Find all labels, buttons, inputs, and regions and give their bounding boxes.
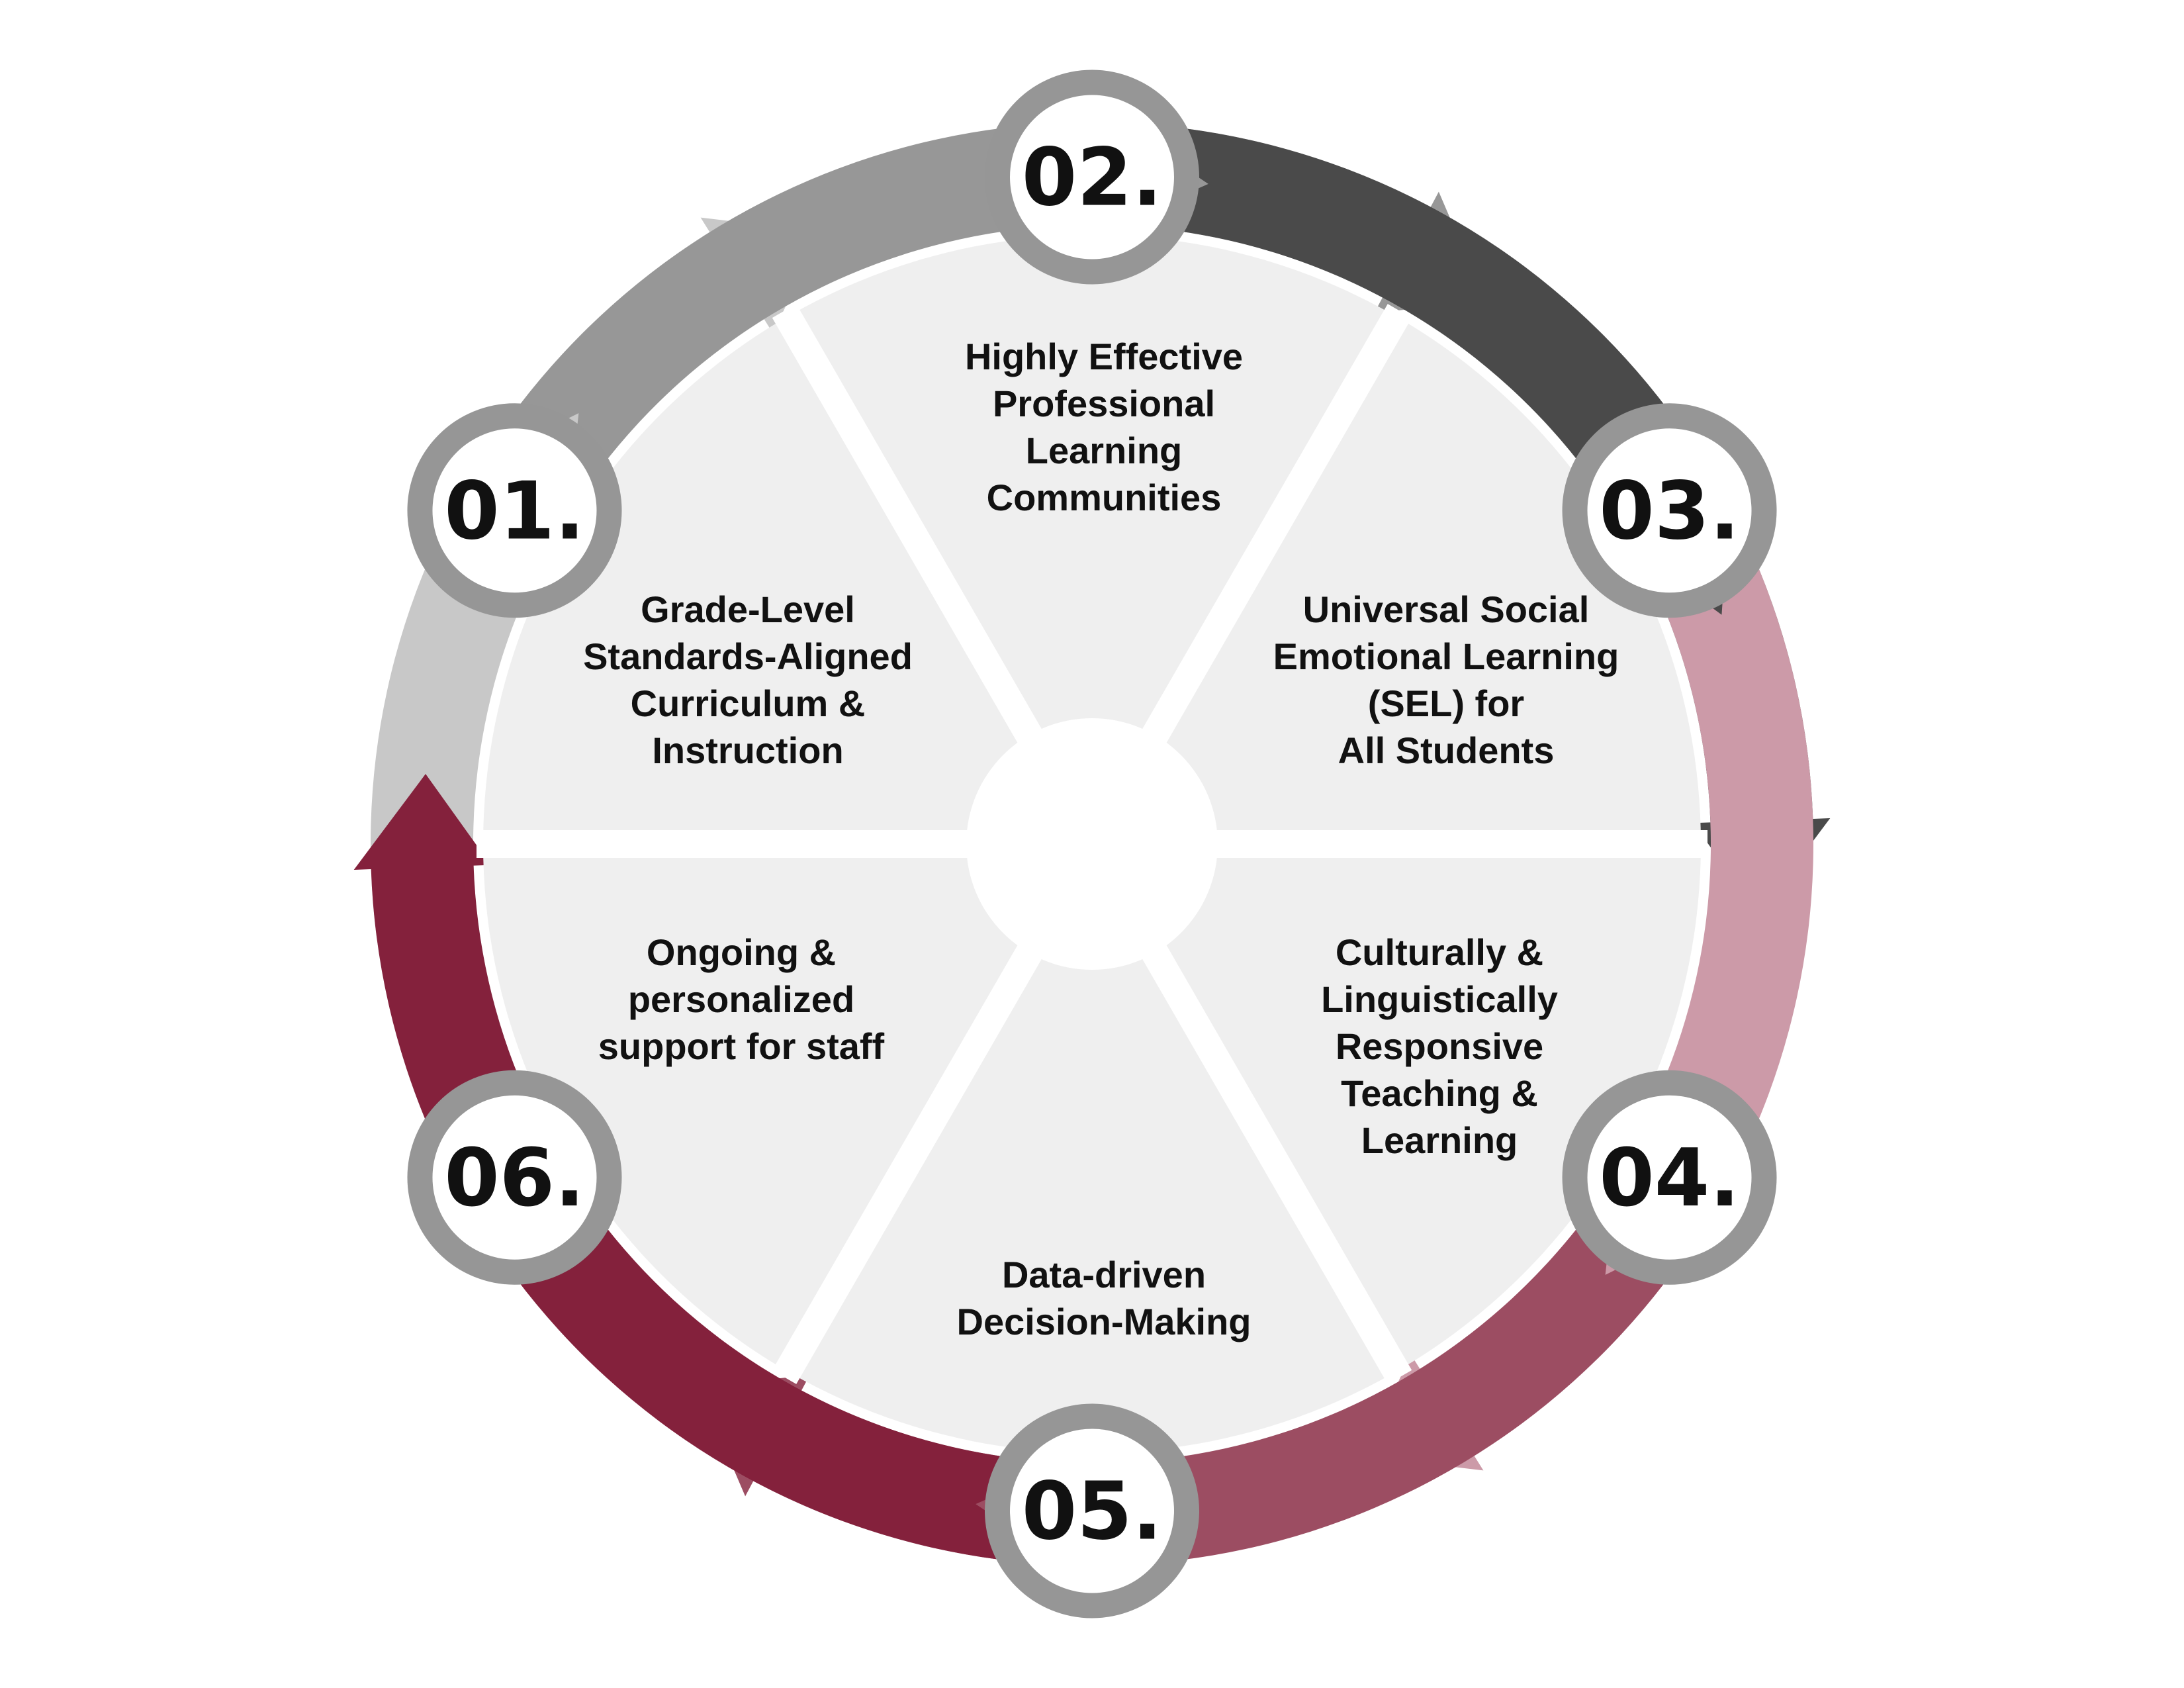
step-label-line: Instruction: [652, 729, 843, 771]
step-label-six: Ongoing & personalized support for staff: [598, 931, 885, 1067]
badge-number: 04.: [1599, 1133, 1740, 1225]
step-label-line: Data-driven: [1002, 1254, 1206, 1295]
badge-number: 02.: [1022, 132, 1163, 224]
step-label-line: Ongoing &: [647, 931, 836, 973]
badge-inner: [1010, 95, 1174, 259]
step-badge-one: 01.: [407, 403, 622, 618]
step-label-line: All Students: [1338, 729, 1555, 771]
step-label-line: Universal Social: [1303, 588, 1590, 630]
step-label-line: Culturally &: [1336, 931, 1543, 973]
badge-number: 05.: [1022, 1466, 1163, 1558]
badge-number: 03.: [1599, 465, 1740, 557]
step-label-line: Learning: [1361, 1119, 1518, 1161]
step-label-line: personalized: [628, 978, 854, 1020]
step-badge-five: 05.: [985, 1403, 1199, 1618]
badge-number: 01.: [444, 465, 585, 557]
step-label-line: Linguistically: [1321, 978, 1558, 1020]
step-label-line: Professional: [993, 383, 1215, 424]
step-label-line: Teaching &: [1341, 1072, 1538, 1114]
badge-inner: [432, 428, 597, 593]
step-badge-four: 04.: [1562, 1070, 1777, 1285]
step-label-line: Responsive: [1336, 1025, 1543, 1067]
step-label-line: Communities: [987, 477, 1222, 518]
badge-inner: [1587, 1095, 1752, 1260]
step-label-line: Grade-Level: [641, 588, 855, 630]
step-label-line: Decision-Making: [957, 1301, 1251, 1342]
step-label-line: Emotional Learning: [1273, 635, 1619, 677]
badge-inner: [1587, 428, 1752, 593]
step-label-line: support for staff: [598, 1025, 885, 1067]
step-label-line: Learning: [1026, 430, 1182, 471]
step-badge-two: 02.: [985, 70, 1199, 285]
sector-wheel: [477, 235, 1707, 1453]
step-label-line: Standards-Aligned: [583, 635, 913, 677]
badge-number: 06.: [444, 1133, 585, 1225]
step-label-line: Highly Effective: [965, 336, 1243, 377]
step-badges: 01. 02. 03. 04. 05. 06.: [407, 70, 1777, 1618]
badge-inner: [432, 1095, 597, 1260]
step-label-line: Curriculum &: [631, 682, 866, 724]
badge-inner: [1010, 1429, 1174, 1593]
center-hub: [966, 718, 1218, 970]
step-badge-six: 06.: [407, 1070, 622, 1285]
step-badge-three: 03.: [1562, 403, 1777, 618]
step-label-line: (SEL) for: [1368, 682, 1524, 724]
